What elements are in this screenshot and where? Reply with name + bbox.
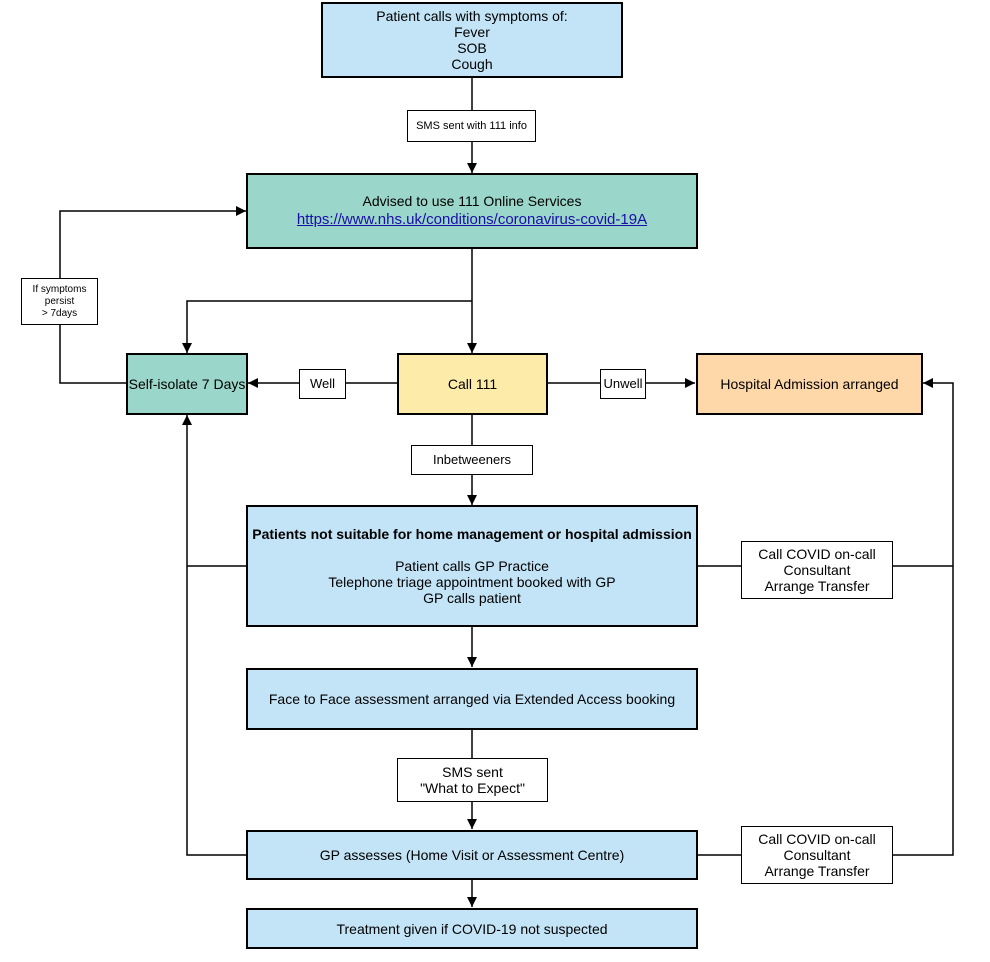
face-to-face-text: Face to Face assessment arranged via Ext… xyxy=(268,691,676,707)
not-suitable-box: Patients not suitable for home managemen… xyxy=(246,505,698,627)
covid-consultant-label-2: Call COVID on-call Consultant Arrange Tr… xyxy=(741,826,893,884)
covid-consultant-2-line-2: Consultant xyxy=(783,847,851,863)
treatment-box: Treatment given if COVID-19 not suspecte… xyxy=(246,908,698,949)
unwell-label: Unwell xyxy=(600,369,646,399)
patient-calls-line-4: Cough xyxy=(451,56,493,72)
self-isolate-box: Self-isolate 7 Days xyxy=(126,353,248,415)
inbetweeners-label: Inbetweeners xyxy=(411,445,533,475)
symptoms-persist-label: If symptoms persist > 7days xyxy=(21,278,98,325)
gp-assesses-box: GP assesses (Home Visit or Assessment Ce… xyxy=(246,830,698,880)
call-111-text: Call 111 xyxy=(447,376,498,392)
sms-111-text: SMS sent with 111 info xyxy=(416,120,527,132)
well-text: Well xyxy=(309,376,336,391)
not-suitable-title: Patients not suitable for home managemen… xyxy=(252,526,692,542)
hospital-admission-box: Hospital Admission arranged xyxy=(696,353,923,415)
connector-advised-to-selfisolate xyxy=(182,300,472,353)
covid-consultant-label-1: Call COVID on-call Consultant Arrange Tr… xyxy=(741,541,893,599)
connector-gpassesses-to-selfisolate xyxy=(182,415,246,856)
covid-consultant-2-line-1: Call COVID on-call xyxy=(758,831,876,847)
symptoms-persist-line-1: If symptoms xyxy=(32,283,87,295)
self-isolate-text: Self-isolate 7 Days xyxy=(128,376,246,392)
patient-calls-line-2: Fever xyxy=(454,24,490,40)
nhs-link[interactable]: https://www.nhs.uk/conditions/coronaviru… xyxy=(296,211,648,228)
sms-111-label: SMS sent with 111 info xyxy=(407,110,536,142)
well-label: Well xyxy=(299,369,346,399)
patient-calls-line-1: Patient calls with symptoms of: xyxy=(376,8,568,24)
unwell-text: Unwell xyxy=(603,376,643,391)
advised-111-text: Advised to use 111 Online Services xyxy=(362,193,582,209)
face-to-face-box: Face to Face assessment arranged via Ext… xyxy=(246,668,698,730)
inbetweeners-text: Inbetweeners xyxy=(432,452,512,467)
call-111-box: Call 111 xyxy=(397,353,548,415)
sms-expect-line-1: SMS sent xyxy=(442,764,503,780)
sms-expect-label: SMS sent "What to Expect" xyxy=(397,758,548,802)
not-suitable-line-2: Telephone triage appointment booked with… xyxy=(328,574,616,590)
not-suitable-line-1: Patient calls GP Practice xyxy=(395,558,549,574)
hospital-admission-text: Hospital Admission arranged xyxy=(720,376,899,392)
covid-consultant-1-line-3: Arrange Transfer xyxy=(764,578,870,594)
sms-expect-line-2: "What to Expect" xyxy=(420,780,525,796)
advised-111-box: Advised to use 111 Online Services https… xyxy=(246,173,698,249)
symptoms-persist-line-2: persist xyxy=(44,295,75,307)
treatment-text: Treatment given if COVID-19 not suspecte… xyxy=(336,920,608,937)
symptoms-persist-line-3: > 7days xyxy=(41,307,78,319)
not-suitable-line-3: GP calls patient xyxy=(423,590,521,606)
covid-consultant-2-line-3: Arrange Transfer xyxy=(764,863,870,879)
patient-calls-box: Patient calls with symptoms of: Fever SO… xyxy=(321,2,623,78)
covid-consultant-1-line-1: Call COVID on-call xyxy=(758,546,876,562)
connector-gpassesses-to-hospital xyxy=(697,378,954,856)
gp-assesses-text: GP assesses (Home Visit or Assessment Ce… xyxy=(319,847,625,863)
patient-calls-line-3: SOB xyxy=(457,40,487,56)
covid-consultant-1-line-2: Consultant xyxy=(783,562,851,578)
